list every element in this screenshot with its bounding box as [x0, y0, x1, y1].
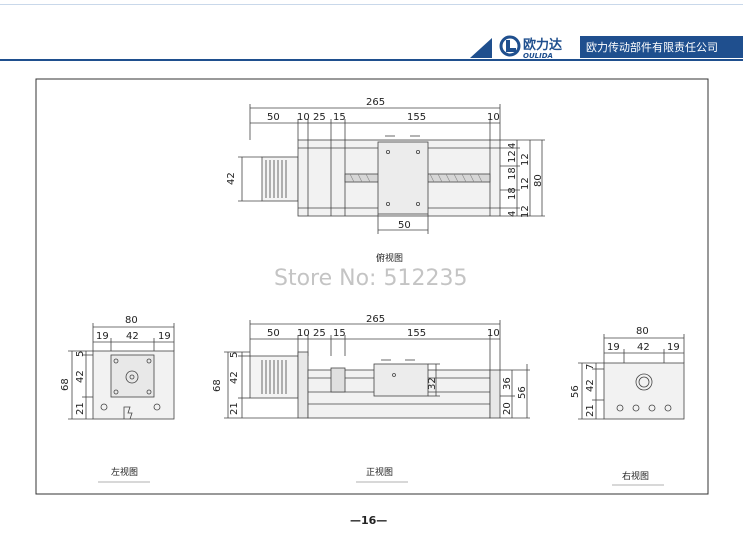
left-dim-h-3: 19 [158, 331, 171, 342]
front-dim-seg-5: 155 [407, 328, 426, 339]
top-motor [261, 156, 299, 202]
top-dim-overall: 265 [366, 97, 385, 108]
top-dim-r-7: 12 [520, 153, 531, 166]
page-header: 欧力达 OULIDA 欧力传动部件有限责任公司 [0, 4, 743, 61]
top-dim-seg-3: 25 [313, 112, 326, 123]
top-view [238, 104, 545, 234]
top-dim-carriage: 50 [398, 220, 411, 231]
right-dim-v-1: 7 [585, 364, 596, 370]
store-watermark: Store No: 512235 [274, 266, 467, 291]
top-view-dimensions: 265 50 10 25 15 155 10 42 50 4 12 18 18 … [226, 97, 544, 264]
front-view-dimensions: 265 50 10 25 15 155 10 68 5 42 21 32 36 … [212, 314, 528, 483]
front-coupler [330, 367, 346, 393]
drawing-frame [35, 78, 709, 495]
left-dim-h-2: 42 [126, 331, 139, 342]
top-dim-r-8: 12 [520, 177, 531, 190]
right-view [578, 334, 685, 420]
top-dim-r-5: 4 [507, 211, 518, 217]
front-view [224, 320, 530, 419]
right-dim-height: 56 [570, 385, 581, 398]
brand-name-en: OULIDA [523, 52, 553, 60]
front-dim-seg-1: 50 [267, 328, 280, 339]
top-dim-r-4: 18 [507, 187, 518, 200]
front-dim-r-1: 36 [502, 377, 513, 390]
front-carriage [373, 363, 429, 397]
front-dim-overall: 265 [366, 314, 385, 325]
right-dim-v-3: 21 [585, 404, 596, 417]
left-dim-height: 68 [60, 378, 71, 391]
right-view-dimensions: 80 19 42 19 56 7 42 21 右视图 [570, 326, 680, 486]
top-view-label: 俯视图 [376, 252, 403, 264]
left-dim-v-3: 21 [75, 402, 86, 415]
front-motor-fins [261, 360, 287, 394]
top-dim-seg-5: 155 [407, 112, 426, 123]
front-view-label: 正视图 [366, 466, 393, 478]
right-dim-width: 80 [636, 326, 649, 337]
logo-circle [499, 35, 521, 57]
front-dim-overall-right: 56 [517, 386, 528, 399]
logo-triangle [470, 38, 492, 58]
front-dim-seg-4: 15 [333, 328, 346, 339]
top-dim-r-1: 4 [507, 143, 518, 149]
left-dim-v-1: 5 [75, 351, 86, 357]
left-view-label: 左视图 [111, 466, 138, 478]
brand-name-cn: 欧力达 [523, 37, 562, 53]
left-dim-width: 80 [125, 315, 138, 326]
top-dim-r-2: 12 [507, 150, 518, 163]
front-dim-v-1: 5 [229, 352, 240, 358]
top-dim-seg-2: 10 [297, 112, 310, 123]
brand-logo: 欧力达 OULIDA [470, 35, 562, 60]
right-plate [603, 362, 685, 420]
right-dim-v-2: 42 [585, 379, 596, 392]
top-dim-motor: 42 [226, 172, 237, 185]
front-dim-seg-3: 25 [313, 328, 326, 339]
front-dim-r-2: 20 [502, 402, 513, 415]
front-dim-seg-6: 10 [487, 328, 500, 339]
top-dim-seg-6: 10 [487, 112, 500, 123]
top-carriage [377, 141, 429, 215]
front-end-plate-right [489, 369, 501, 419]
top-dim-seg-4: 15 [333, 112, 346, 123]
front-dim-v-3: 21 [229, 402, 240, 415]
left-view [68, 323, 175, 420]
top-dim-r-3: 18 [507, 167, 518, 180]
front-dim-seg-2: 10 [297, 328, 310, 339]
company-name: 欧力传动部件有限责任公司 [586, 40, 718, 54]
front-dim-height: 68 [212, 379, 223, 392]
top-motor-fins [265, 160, 287, 198]
right-dim-h-3: 19 [667, 342, 680, 353]
page-number: —16— [350, 514, 387, 527]
top-dim-seg-1: 50 [267, 112, 280, 123]
right-dim-h-2: 42 [637, 342, 650, 353]
front-end-plate-left [297, 351, 309, 419]
company-banner [580, 36, 743, 58]
top-dim-r-6: 12 [520, 205, 531, 218]
front-dim-carriage: 32 [427, 377, 438, 390]
right-view-label: 右视图 [622, 470, 649, 482]
left-view-dimensions: 80 19 42 19 68 5 42 21 左视图 [60, 315, 171, 483]
front-dim-v-2: 42 [229, 371, 240, 384]
left-dim-h-1: 19 [96, 331, 109, 342]
right-dim-h-1: 19 [607, 342, 620, 353]
top-dim-overall-width: 80 [533, 174, 544, 187]
left-dim-v-2: 42 [75, 370, 86, 383]
